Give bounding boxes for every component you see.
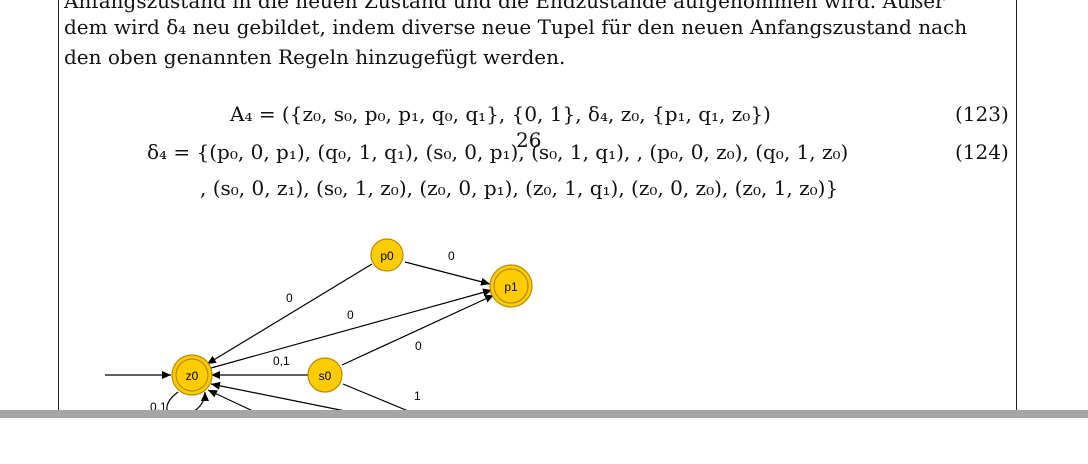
node-p1: p1 (489, 264, 533, 308)
edge-p0-z0 (206, 263, 373, 365)
node-s0-label: s0 (319, 369, 332, 383)
node-p0-label: p0 (380, 249, 394, 263)
edge-label-s0-p1: 0 (415, 339, 422, 353)
edge-label-z0-p0: 0 (286, 291, 293, 305)
text-line-2: dem wird δ₄ neu gebildet, indem diverse … (64, 15, 968, 39)
edge-p0-p1 (404, 261, 491, 286)
equation-123: A₄ = ({z₀, s₀, p₀, p₁, q₀, q₁}, {0, 1}, … (230, 102, 771, 126)
node-s0: s0 (307, 357, 343, 393)
edge-label-s0-z0: 0,1 (273, 354, 290, 368)
page-frame (58, 0, 1017, 410)
page-number: 26 (516, 128, 542, 152)
equation-124-line2: , (s₀, 0, z₁), (s₀, 1, z₀), (z₀, 0, p₁),… (200, 176, 839, 200)
node-z0-label: z0 (186, 369, 199, 383)
edge-label-z0-p1: 0 (347, 308, 354, 322)
edge-q-z0-b (207, 389, 256, 413)
node-p1-label: p1 (504, 280, 518, 294)
edge-q-z0-a (210, 381, 351, 413)
equation-124-line1: δ₄ = {(p₀, 0, p₁), (q₀, 1, q₁), (s₀, 0, … (147, 140, 849, 164)
edge-label-p0-p1: 0 (448, 249, 455, 263)
edge-z0-p1 (210, 288, 493, 369)
edge-label-s0-q1: 1 (414, 389, 421, 403)
viewer-bottom (0, 418, 1088, 464)
equation-number-123: (123) (955, 102, 1009, 126)
edge-s0-p1 (341, 294, 495, 366)
text-line-partial: Anfangszustand in die neuen Zustand und … (64, 0, 945, 13)
equation-number-124: (124) (955, 140, 1009, 164)
node-z0: z0 (171, 354, 213, 396)
node-p0: p0 (370, 238, 404, 272)
text-line-3: den oben genannten Regeln hinzugefügt we… (64, 45, 566, 69)
viewer-divider (0, 410, 1088, 418)
